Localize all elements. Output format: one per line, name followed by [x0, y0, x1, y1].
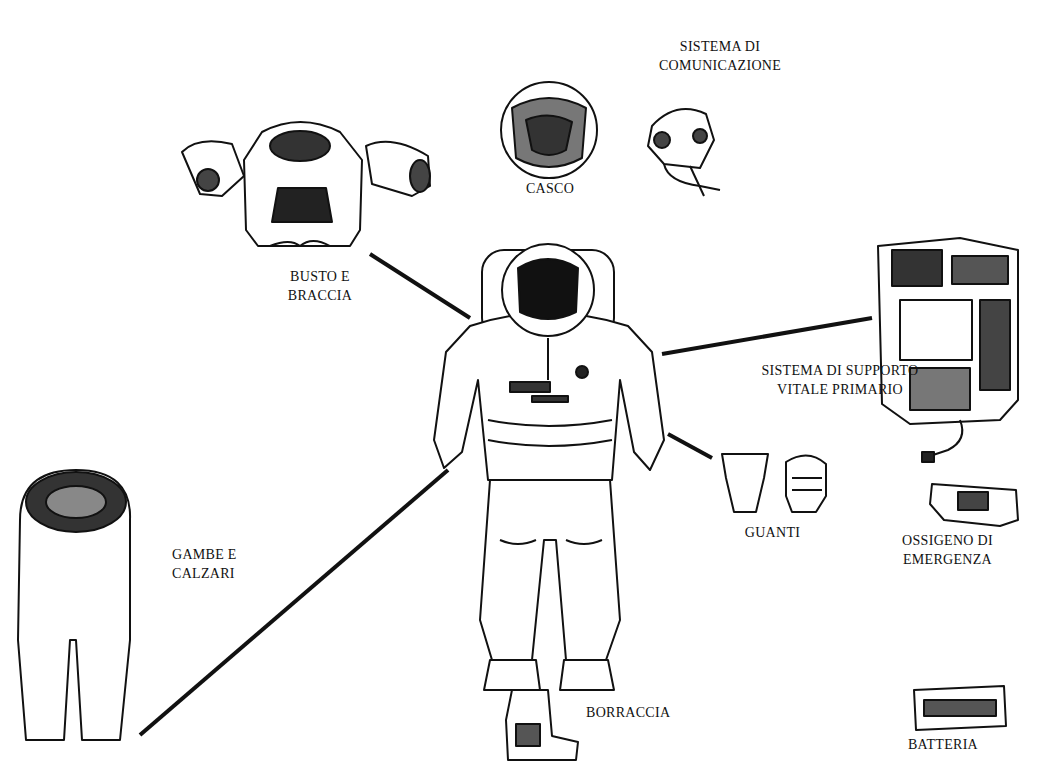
helmet-part	[501, 82, 597, 178]
part-label: SISTEMA DI COMUNICAZIONE	[650, 38, 790, 76]
plss-part	[878, 238, 1018, 462]
bust-part	[182, 122, 430, 246]
part-label: BORRACCIA	[586, 704, 696, 723]
main-suit	[434, 244, 664, 690]
leader-lines	[140, 254, 872, 735]
part-label: GAMBE E CALZARI	[172, 546, 267, 584]
part-label: BATTERIA	[893, 736, 993, 755]
legs-part	[18, 470, 130, 740]
oxygen-part	[930, 484, 1018, 526]
part-label: CASCO	[515, 180, 585, 199]
part-label: GUANTI	[735, 524, 810, 543]
drink-bag-part	[506, 690, 578, 760]
battery-part	[914, 686, 1006, 730]
part-label: SISTEMA DI SUPPORTO VITALE PRIMARIO	[740, 362, 940, 400]
comm-cap-part	[648, 109, 720, 196]
part-label: BUSTO E BRACCIA	[270, 268, 370, 306]
part-label: OSSIGENO DI EMERGENZA	[885, 532, 1010, 570]
gloves-part	[722, 454, 826, 512]
